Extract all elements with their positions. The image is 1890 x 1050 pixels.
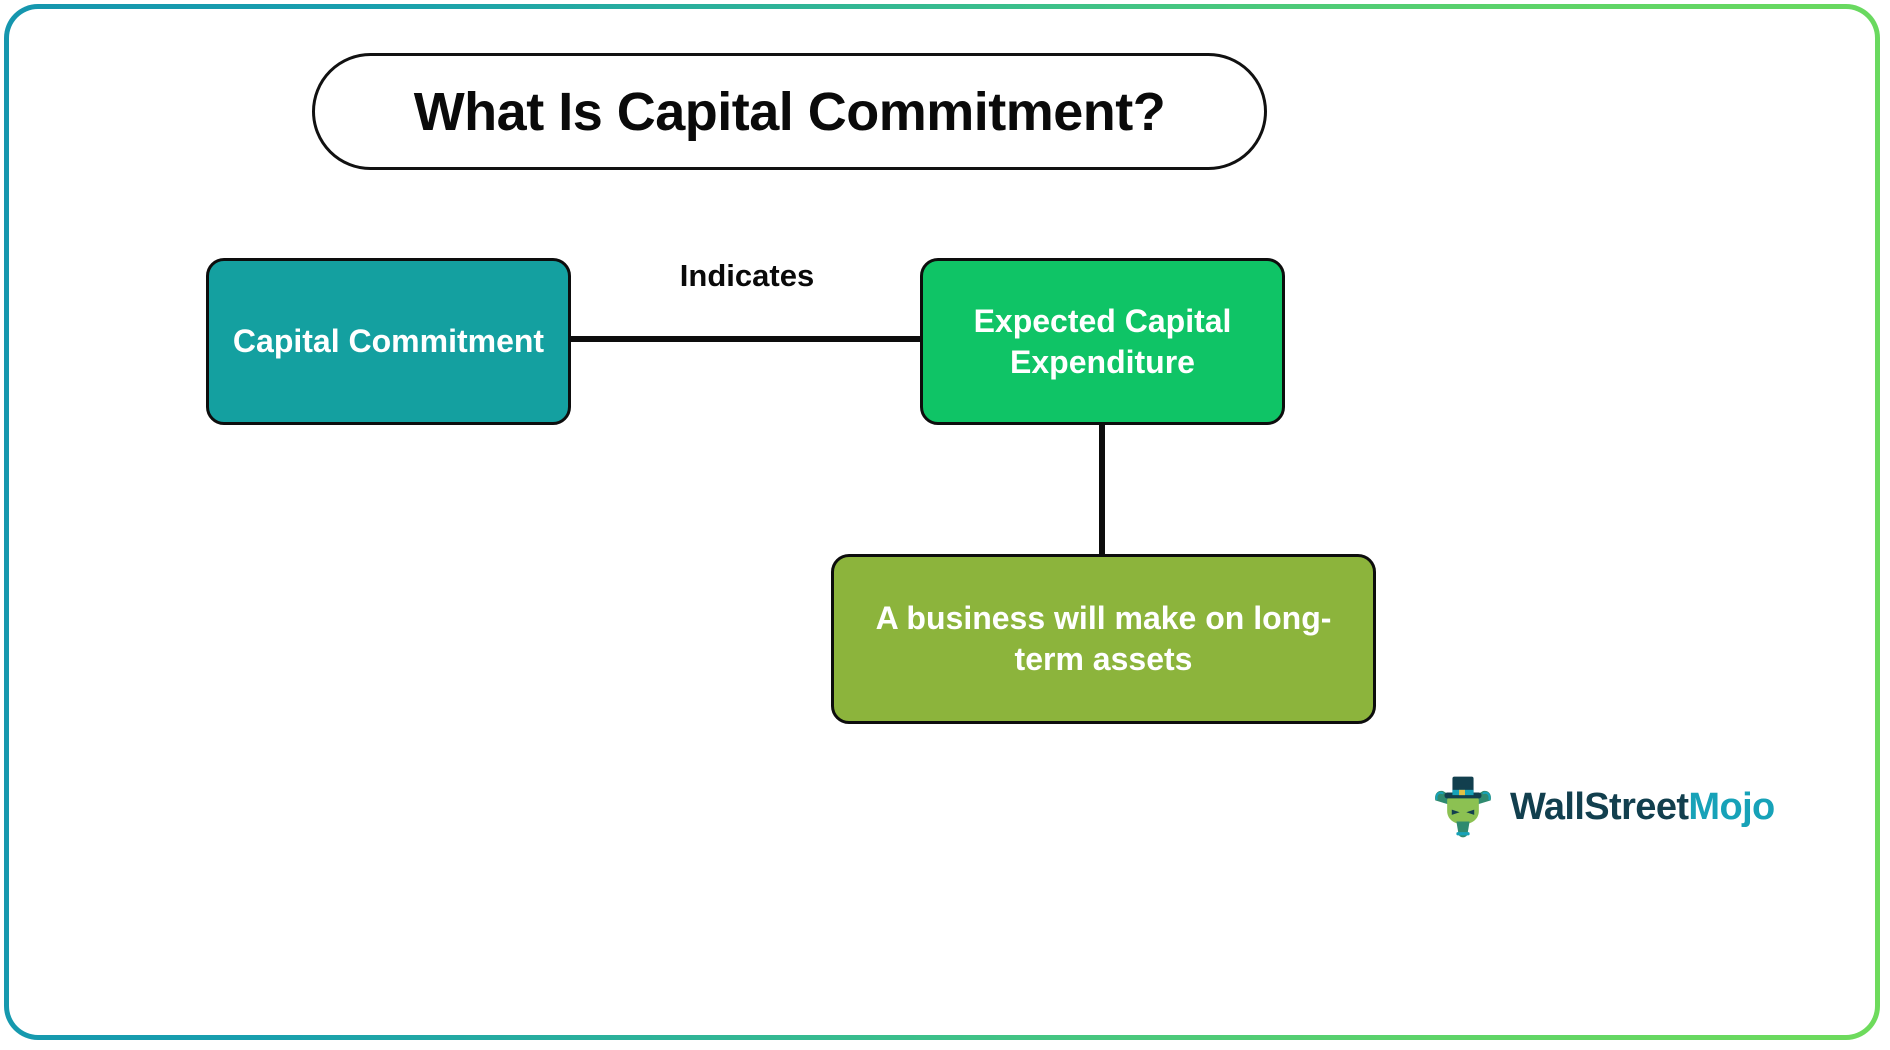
connector-capital-to-expected [565, 336, 927, 342]
connector-label-indicates: Indicates [679, 258, 815, 293]
page-title: What Is Capital Commitment? [312, 53, 1267, 170]
node-long-term-assets[interactable]: A business will make on long-term assets [831, 554, 1376, 724]
canvas: What Is Capital Commitment? Indicates Ca… [9, 9, 1875, 1035]
connector-expected-to-assets [1099, 419, 1105, 599]
logo-word-wallstreet: WallStreet [1510, 785, 1689, 828]
node-expected-capital-expenditure-label: Expected Capital Expenditure [973, 302, 1232, 380]
node-capital-commitment-label: Capital Commitment [232, 323, 545, 360]
bull-with-top-hat-icon [1435, 776, 1491, 838]
node-capital-commitment[interactable]: Capital Commitment [206, 258, 571, 425]
wallstreetmojo-logo[interactable]: WallStreetMojo [1430, 771, 1830, 843]
wallstreetmojo-wordmark: WallStreetMojo [1510, 786, 1775, 829]
page-frame: What Is Capital Commitment? Indicates Ca… [4, 4, 1880, 1040]
node-expected-capital-expenditure[interactable]: Expected Capital Expenditure [920, 258, 1285, 425]
page-title-text: What Is Capital Commitment? [413, 81, 1166, 142]
logo-word-mojo: Mojo [1688, 785, 1775, 828]
node-long-term-assets-label: A business will make on long-term assets [875, 600, 1332, 677]
